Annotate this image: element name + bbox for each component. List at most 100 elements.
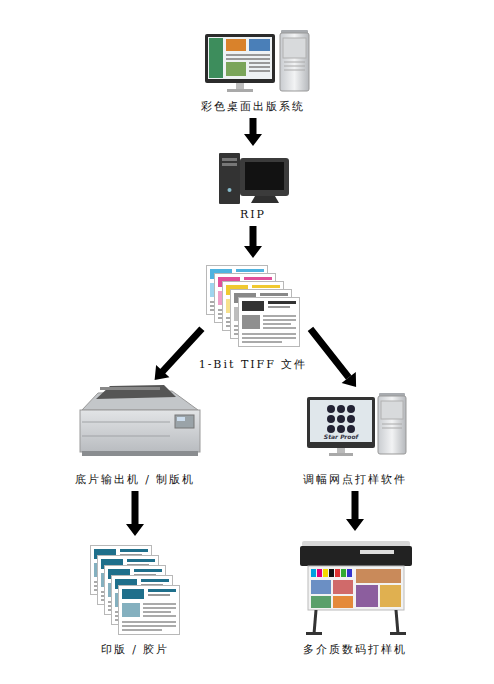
desktop-computer-art-part bbox=[249, 39, 270, 51]
node-caption: 彩色桌面出版系统 bbox=[201, 100, 305, 114]
desktop-computer-art-part bbox=[249, 70, 270, 72]
proof-software-art-part bbox=[337, 415, 345, 423]
platesetter-art-part bbox=[82, 436, 170, 437]
proof-software-art-part bbox=[337, 405, 345, 413]
proof-printer-art-part bbox=[306, 632, 322, 635]
flow-arrow bbox=[244, 226, 262, 258]
proof-software-art-part bbox=[327, 425, 335, 433]
desktop-computer-art-part bbox=[236, 83, 244, 89]
rip-computer-art-part bbox=[222, 163, 237, 166]
desktop-computer-art-part bbox=[227, 89, 253, 92]
node-caption: 多介质数码打样机 bbox=[303, 643, 407, 657]
tiff-file-node: 1-Bit TIFF 文件 bbox=[198, 262, 308, 372]
desktop-computer-art-part bbox=[226, 54, 270, 56]
platesetter-node: 底片输出机 / 制版机 bbox=[70, 383, 200, 487]
proof-printer-art-part bbox=[356, 569, 401, 583]
rip-computer-art-part bbox=[219, 153, 240, 204]
proof-software-art-part bbox=[382, 424, 402, 425]
node-caption: 印版 / 胶片 bbox=[101, 643, 170, 657]
node-caption: 调幅网点打样软件 bbox=[303, 473, 407, 487]
proof-printer-art-part bbox=[390, 632, 406, 635]
flow-arrow bbox=[155, 326, 205, 380]
rip-computer-art-part bbox=[228, 188, 232, 192]
flow-arrow bbox=[308, 327, 356, 387]
proof-software-art-part bbox=[378, 396, 406, 454]
proof-printer-art-part bbox=[333, 580, 353, 594]
proof-printer-art-part bbox=[300, 546, 412, 566]
platesetter-art-part bbox=[175, 415, 194, 428]
platesetter-art-part bbox=[177, 417, 185, 421]
node-caption: 底片输出机 / 制版机 bbox=[75, 473, 196, 487]
flow-arrow bbox=[244, 118, 262, 146]
publishing-system-node: 彩色桌面出版系统 bbox=[193, 28, 313, 114]
rip-computer-art-part bbox=[245, 162, 284, 190]
proof-printer-art-part bbox=[317, 569, 322, 577]
proof-printer-art-part bbox=[311, 596, 331, 608]
proof-printer-art-part bbox=[311, 580, 331, 594]
proof-printer-art-part bbox=[360, 550, 394, 554]
proof-printer-art-part bbox=[380, 585, 401, 607]
proof-software-art-part bbox=[382, 428, 402, 429]
desktop-computer-art-part bbox=[249, 62, 270, 64]
proof-software-art-part bbox=[310, 400, 372, 442]
proof-printer-art-part bbox=[311, 569, 316, 577]
proof-software-art-part bbox=[337, 448, 345, 453]
proof-software-art-part bbox=[329, 453, 353, 456]
desktop-computer-art-part bbox=[280, 33, 309, 91]
proof-printer-art-part bbox=[396, 610, 398, 634]
plate-film-node: 印版 / 胶片 bbox=[80, 540, 190, 657]
desktop-computer-art-part bbox=[209, 38, 223, 78]
rip-computer-art bbox=[219, 153, 289, 204]
rip-computer-art-part bbox=[240, 158, 289, 196]
proof-software-art-part bbox=[347, 405, 355, 413]
desktop-computer-art-part bbox=[226, 62, 246, 76]
desktop-computer-art-part bbox=[226, 39, 246, 51]
proof-printer-art-part bbox=[333, 596, 353, 608]
desktop-computer-art-part bbox=[284, 66, 305, 67]
desktop-computer-art-part bbox=[226, 58, 270, 60]
proof-printer-art-part bbox=[308, 566, 404, 610]
proof-printer-art-part bbox=[341, 569, 346, 577]
node-caption: RIP bbox=[240, 208, 266, 222]
platesetter-art-part bbox=[96, 385, 176, 399]
desktop-computer-art-part bbox=[284, 62, 305, 63]
platesetter-art-part bbox=[82, 451, 198, 456]
proof-printer-art-part bbox=[347, 569, 352, 577]
proof-printer-art-part bbox=[314, 610, 316, 634]
platesetter-art bbox=[80, 385, 200, 456]
platesetter-art-part bbox=[100, 387, 160, 390]
tiff-pages-art bbox=[207, 266, 300, 347]
flow-arrow bbox=[346, 491, 364, 531]
platesetter-art-part bbox=[80, 410, 200, 452]
proof-software-art-part bbox=[307, 397, 375, 448]
plates-pages-art bbox=[91, 546, 180, 635]
desktop-computer-art-part bbox=[284, 70, 305, 71]
proof-printer-art-part bbox=[329, 569, 334, 577]
rip-node: RIP bbox=[210, 150, 296, 222]
desktop-computer-art-part bbox=[249, 66, 270, 68]
tiff-pages-art-part bbox=[239, 298, 300, 347]
flow-arrow bbox=[126, 491, 144, 536]
proof-software-art-part bbox=[337, 425, 345, 433]
rip-computer-art-part bbox=[222, 158, 237, 161]
proof-printer-art-part bbox=[323, 569, 328, 577]
desktop-computer-art-part bbox=[283, 38, 306, 58]
proof-printer-art-part bbox=[335, 569, 340, 577]
proof-printer-node: 多介质数码打样机 bbox=[290, 535, 420, 657]
proof-software-art-part bbox=[327, 405, 335, 413]
proof-software-art-part bbox=[327, 415, 335, 423]
proof-software-art bbox=[307, 393, 406, 456]
proof-software-art-part bbox=[347, 415, 355, 423]
proof-software-art-part bbox=[347, 425, 355, 433]
desktop-computer-art-part bbox=[205, 34, 275, 83]
proof-printer-art bbox=[300, 541, 412, 635]
platesetter-art-part bbox=[82, 422, 170, 423]
plates-pages-art-part bbox=[119, 586, 180, 635]
proof-printer-art-part bbox=[356, 585, 378, 607]
desktop-computer-art bbox=[205, 30, 309, 92]
screen-label: Star Proof bbox=[318, 433, 364, 441]
desktop-computer-art-part bbox=[208, 37, 272, 79]
node-caption: 1-Bit TIFF 文件 bbox=[199, 358, 308, 372]
